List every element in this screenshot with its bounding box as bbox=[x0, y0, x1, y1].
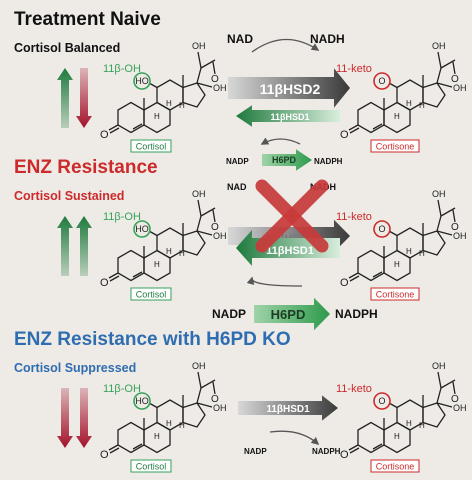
h6pd-label: H6PD bbox=[272, 155, 297, 165]
atom-ho: HO bbox=[135, 224, 149, 234]
reaction-arrow-icon bbox=[238, 395, 338, 421]
atom-o: O bbox=[378, 224, 385, 234]
cofactor-nadph: NADPH bbox=[312, 447, 341, 456]
enzyme-reverse-label: 11βHSD1 bbox=[266, 245, 314, 257]
cofactor-nad: NAD bbox=[227, 182, 247, 192]
cortisol-label: Cortisol bbox=[136, 462, 167, 472]
cofactor-nadp: NADP bbox=[244, 447, 267, 456]
enzyme-forward-label: 11βHSD2 bbox=[260, 81, 321, 97]
curved-arrow-icon bbox=[246, 276, 303, 287]
keto-label: 11-keto bbox=[336, 211, 372, 223]
section-3: ENZ Resistance with H6PD KO Cortisol Supp… bbox=[14, 329, 468, 473]
cofactor-nadh: NADH bbox=[310, 32, 345, 46]
section-subtitle: Cortisol Suppressed bbox=[14, 361, 136, 375]
cortisol-molecule: HO Cortisol 11β-OH bbox=[99, 188, 228, 301]
curved-arrow-icon bbox=[269, 430, 320, 446]
cortisol-molecule: HO Cortisol 11β-OH bbox=[99, 360, 228, 473]
steroid-skeleton bbox=[339, 188, 468, 290]
enzyme-forward-label: 11βHSD1 bbox=[266, 404, 310, 415]
section-subtitle: Cortisol Balanced bbox=[14, 41, 120, 55]
cofactor-nadp: NADP bbox=[212, 307, 246, 321]
keto-highlight-circle bbox=[373, 72, 391, 90]
up-arrow-icon bbox=[57, 68, 73, 128]
hydroxyl-highlight-circle bbox=[133, 72, 151, 90]
down-arrow-icon bbox=[76, 388, 92, 448]
down-arrow-icon bbox=[57, 388, 73, 448]
cortisol-label: Cortisol bbox=[136, 290, 167, 300]
section-title: Treatment Naive bbox=[14, 9, 161, 30]
hydroxyl-highlight-circle bbox=[133, 220, 151, 238]
up-arrow-icon bbox=[57, 216, 73, 276]
cofactor-nadp: NADP bbox=[226, 157, 249, 166]
steroid-skeleton bbox=[99, 360, 228, 462]
cortisol-label-box bbox=[130, 287, 172, 301]
hydroxy-label: 11β-OH bbox=[103, 383, 141, 395]
cortisol-molecule: HO Cortisol 11β-OH bbox=[99, 40, 228, 153]
cortisol-label-box bbox=[130, 459, 172, 473]
hydroxy-label: 11β-OH bbox=[103, 211, 141, 223]
block-x-icon bbox=[255, 179, 329, 253]
atom-ho: HO bbox=[135, 396, 149, 406]
steroid-skeleton bbox=[339, 360, 468, 462]
down-arrow-icon bbox=[76, 68, 92, 128]
reaction-arrow-icon bbox=[228, 68, 350, 108]
hydroxy-label: 11β-OH bbox=[103, 63, 141, 75]
atom-o: O bbox=[378, 76, 385, 86]
steroid-skeleton bbox=[99, 188, 228, 290]
cortisone-molecule: O Cortisone 11-keto bbox=[336, 40, 468, 153]
curved-arrow-icon bbox=[251, 38, 320, 53]
cortisone-label: Cortisone bbox=[376, 290, 415, 300]
section-title: ENZ Resistance bbox=[14, 157, 158, 178]
cortisone-label: Cortisone bbox=[376, 462, 415, 472]
cortisone-label-box bbox=[370, 287, 420, 301]
h6pd-label: H6PD bbox=[271, 307, 306, 322]
keto-highlight-circle bbox=[373, 392, 391, 410]
steroid-skeleton bbox=[99, 40, 228, 142]
steroid-skeleton bbox=[339, 40, 468, 142]
hydroxyl-highlight-circle bbox=[133, 392, 151, 410]
up-arrow-icon bbox=[76, 216, 92, 276]
cortisol-label-box bbox=[130, 139, 172, 153]
keto-highlight-circle bbox=[373, 220, 391, 238]
cortisone-label-box bbox=[370, 139, 420, 153]
cortisone-label: Cortisone bbox=[376, 142, 415, 152]
keto-label: 11-keto bbox=[336, 63, 372, 75]
section-subtitle: Cortisol Sustained bbox=[14, 189, 124, 203]
keto-label: 11-keto bbox=[336, 383, 372, 395]
cofactor-nad: NAD bbox=[227, 32, 253, 46]
h6pd-arrow bbox=[254, 297, 330, 331]
atom-ho: HO bbox=[135, 76, 149, 86]
cortisone-molecule: O Cortisone 11-keto bbox=[336, 188, 468, 301]
curved-arrow-icon bbox=[260, 137, 301, 145]
reaction-arrow-icon bbox=[236, 105, 340, 127]
atom-o: O bbox=[378, 396, 385, 406]
cortisone-label-box bbox=[370, 459, 420, 473]
section-title: ENZ Resistance with H6PD KO bbox=[14, 329, 291, 350]
h6pd-arrow bbox=[262, 149, 312, 171]
enzyme-reverse-label: 11βHSD1 bbox=[270, 112, 309, 122]
cofactor-nadph: NADPH bbox=[335, 307, 378, 321]
cortisol-label: Cortisol bbox=[136, 142, 167, 152]
block-x-stroke bbox=[255, 179, 329, 253]
cofactor-nadph: NADPH bbox=[314, 157, 343, 166]
cortisone-molecule: O Cortisone 11-keto bbox=[336, 360, 468, 473]
